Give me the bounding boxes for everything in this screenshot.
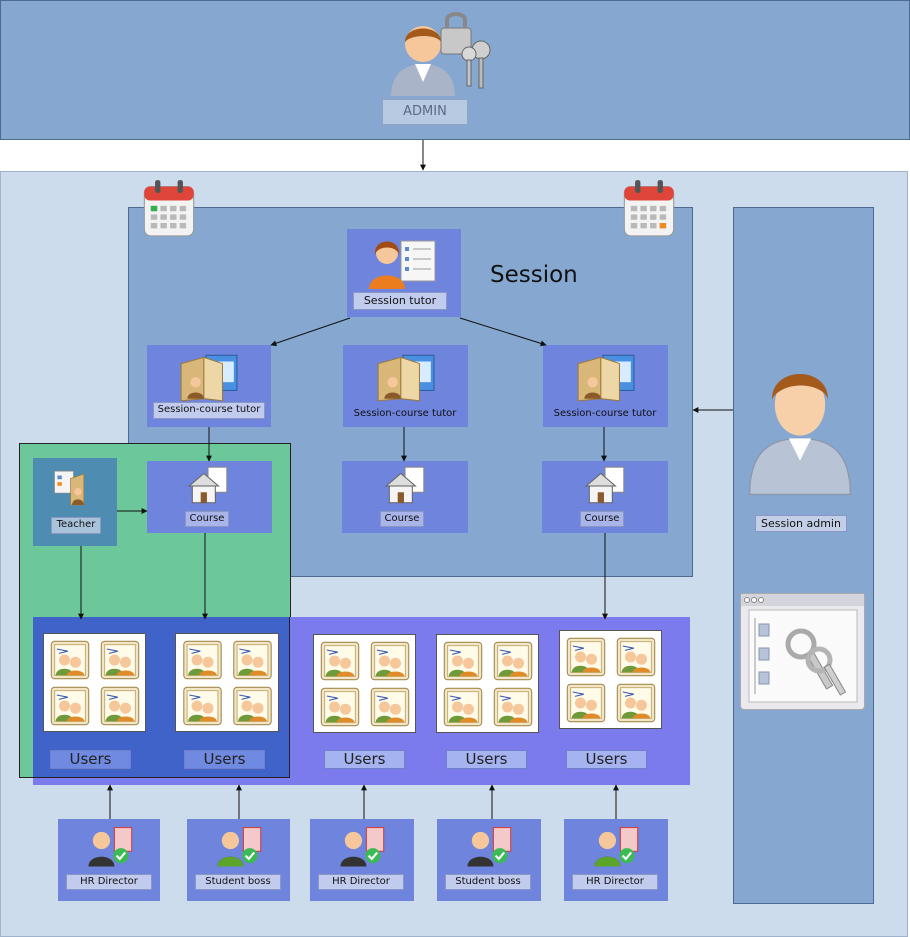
users-label: Users bbox=[324, 750, 405, 769]
house-document-icon bbox=[382, 465, 428, 507]
course-label: Course bbox=[380, 511, 424, 527]
session-course-tutor-label: Session-course tutor bbox=[353, 408, 457, 419]
course-label: Course bbox=[185, 511, 229, 527]
teacher-label: Teacher bbox=[51, 517, 101, 534]
admin-label: ADMIN bbox=[382, 99, 468, 125]
session-course-tutor-label: Session-course tutor bbox=[153, 402, 265, 419]
boss-label: Student boss bbox=[195, 874, 281, 890]
users-label: Users bbox=[50, 750, 131, 769]
teacher-icon bbox=[54, 470, 85, 506]
keys-window-icon bbox=[740, 593, 865, 710]
course-node: Course bbox=[342, 461, 468, 533]
users-card bbox=[436, 634, 539, 733]
tutor-icon bbox=[369, 240, 436, 289]
boss-node: Student boss bbox=[187, 819, 290, 901]
calendar-icon bbox=[622, 178, 676, 238]
user-group-icon bbox=[320, 641, 410, 727]
folder-icon bbox=[177, 351, 239, 403]
folder-icon bbox=[374, 351, 436, 403]
boss-node: Student boss bbox=[437, 819, 541, 901]
boss-label: HR Director bbox=[572, 874, 658, 890]
users-card bbox=[175, 633, 279, 732]
user-check-icon bbox=[461, 825, 515, 869]
user-check-icon bbox=[334, 825, 388, 869]
session-title: Session bbox=[490, 262, 578, 288]
house-document-icon bbox=[185, 465, 231, 507]
session-admin-icon bbox=[743, 360, 857, 500]
user-check-icon bbox=[588, 825, 642, 869]
user-group-icon bbox=[50, 640, 140, 726]
user-group-icon bbox=[183, 640, 272, 726]
boss-label: Student boss bbox=[445, 874, 531, 890]
session-course-tutor-node: Session-course tutor bbox=[543, 345, 668, 427]
folder-icon bbox=[574, 351, 636, 403]
boss-node: HR Director bbox=[58, 819, 160, 901]
session-tutor-node: Session tutor bbox=[347, 229, 461, 317]
admin-lock-keys-icon bbox=[383, 10, 503, 98]
users-card bbox=[313, 634, 416, 733]
course-label: Course bbox=[580, 511, 624, 527]
user-group-icon bbox=[443, 641, 533, 727]
boss-label: HR Director bbox=[66, 874, 152, 890]
session-course-tutor-node: Session-course tutor bbox=[343, 345, 468, 427]
session-admin-column bbox=[733, 207, 874, 904]
users-label: Users bbox=[446, 750, 527, 769]
users-card bbox=[559, 630, 662, 729]
session-admin-label: Session admin bbox=[755, 515, 847, 532]
session-course-tutor-node: Session-course tutor bbox=[147, 345, 271, 427]
user-check-icon bbox=[82, 825, 136, 869]
user-group-icon bbox=[566, 637, 656, 723]
course-node: Course bbox=[147, 461, 272, 533]
teacher-node: Teacher bbox=[33, 458, 117, 546]
boss-node: HR Director bbox=[310, 819, 414, 901]
session-tutor-label: Session tutor bbox=[353, 292, 447, 310]
users-label: Users bbox=[566, 750, 647, 769]
session-course-tutor-label: Session-course tutor bbox=[553, 408, 657, 419]
boss-node: HR Director bbox=[564, 819, 668, 901]
user-check-icon bbox=[211, 825, 265, 869]
users-label: Users bbox=[184, 750, 265, 769]
house-document-icon bbox=[582, 465, 628, 507]
users-card bbox=[43, 633, 146, 732]
course-node: Course bbox=[542, 461, 668, 533]
boss-label: HR Director bbox=[318, 874, 404, 890]
calendar-icon bbox=[142, 178, 196, 238]
